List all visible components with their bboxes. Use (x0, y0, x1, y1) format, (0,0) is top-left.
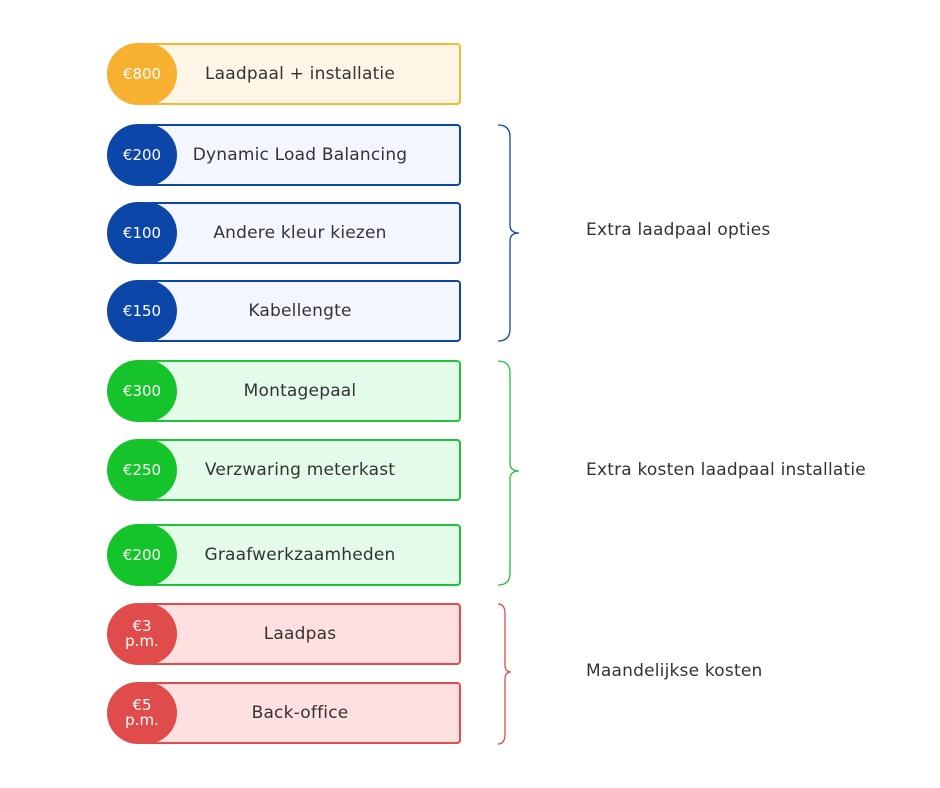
cost-item-laadpas: €3 p.m. Laadpas (107, 603, 461, 665)
cost-item-verzwaring-meterkast: €250 Verzwaring meterkast (107, 439, 461, 501)
cost-item-label: Laadpaal + installatie (204, 64, 396, 84)
price-badge-period: p.m. (125, 711, 159, 729)
price-badge: €250 (107, 439, 177, 501)
cost-item-box (147, 439, 461, 501)
group-label-extra-kosten-installatie: Extra kosten laadpaal installatie (586, 460, 866, 480)
price-badge: €800 (107, 43, 177, 105)
price-badge: €300 (107, 360, 177, 422)
price-badge: €100 (107, 202, 177, 264)
cost-item-label: Verzwaring meterkast (204, 460, 396, 480)
price-badge-amount: €3 (132, 617, 152, 635)
price-badge: €150 (107, 280, 177, 342)
cost-item-label: Montagepaal (243, 381, 357, 401)
cost-item-label: Graafwerkzaamheden (204, 545, 396, 565)
cost-item-andere-kleur: €100 Andere kleur kiezen (107, 202, 461, 264)
cost-item-kabellengte: €150 Kabellengte (107, 280, 461, 342)
cost-item-box (147, 43, 461, 105)
cost-item-box (147, 202, 461, 264)
cost-item-label: Kabellengte (248, 301, 352, 321)
group-label-extra-laadpaal-opties: Extra laadpaal opties (586, 220, 771, 240)
price-badge-amount: €5 (132, 696, 152, 714)
price-badge: €3 p.m. (107, 603, 177, 665)
bracket-maandelijkse-kosten (497, 603, 512, 745)
group-label-maandelijkse-kosten: Maandelijkse kosten (586, 661, 763, 681)
cost-item-label: Andere kleur kiezen (213, 223, 387, 243)
cost-item-label: Back-office (251, 703, 349, 723)
bracket-extra-kosten-installatie (497, 360, 520, 586)
cost-item-label: Laadpas (263, 624, 337, 644)
cost-item-dynamic-load-balancing: €200 Dynamic Load Balancing (107, 124, 461, 186)
cost-item-box (147, 124, 461, 186)
price-badge: €200 (107, 124, 177, 186)
price-badge: €5 p.m. (107, 682, 177, 744)
cost-item-graafwerkzaamheden: €200 Graafwerkzaamheden (107, 524, 461, 586)
cost-item-box (147, 682, 461, 744)
bracket-extra-laadpaal-opties (497, 124, 520, 342)
cost-item-label: Dynamic Load Balancing (192, 145, 408, 165)
price-badge-period: p.m. (125, 632, 159, 650)
cost-item-box (147, 603, 461, 665)
price-badge: €200 (107, 524, 177, 586)
cost-item-montagepaal: €300 Montagepaal (107, 360, 461, 422)
cost-item-back-office: €5 p.m. Back-office (107, 682, 461, 744)
cost-item-box (147, 280, 461, 342)
cost-item-laadpaal-installatie: €800 Laadpaal + installatie (107, 43, 461, 105)
